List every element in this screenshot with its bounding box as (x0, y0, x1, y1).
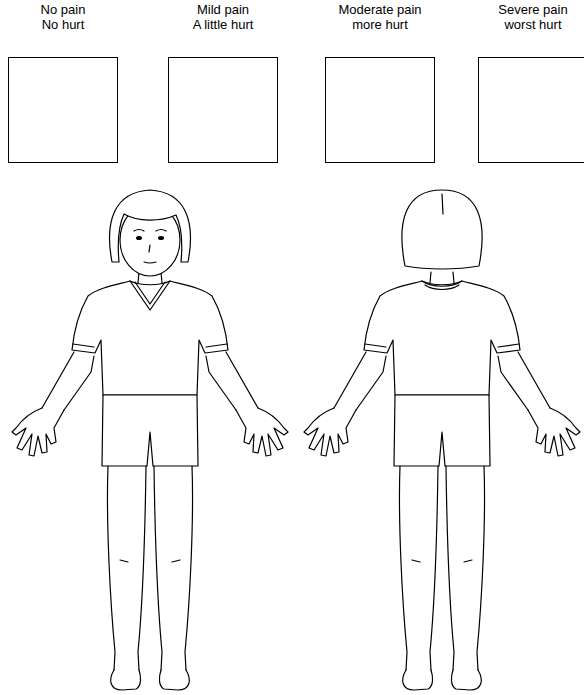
hair-strand (442, 194, 443, 214)
hair-outline (110, 190, 191, 262)
pain-rating-box: No painNo hurt (8, 57, 118, 163)
eyebrows (134, 230, 166, 232)
box-heading: Severe painworst hurt (449, 2, 584, 32)
nose (149, 245, 150, 252)
back-figure (304, 190, 580, 690)
pain-rating-box: Moderate painmore hurt (325, 57, 435, 163)
pain-level-label: Mild pain (139, 2, 307, 17)
hair-back (402, 190, 482, 269)
box-heading: Mild painA little hurt (139, 2, 307, 32)
pain-level-label: Severe pain (449, 2, 584, 17)
body-outline (12, 272, 288, 690)
v-neck (130, 281, 170, 310)
collar (422, 281, 462, 290)
pain-rating-box: Severe painworst hurt (478, 57, 584, 163)
pain-level-label: No pain (0, 2, 147, 17)
front-figure (12, 190, 288, 690)
pain-level-label: No hurt (0, 17, 147, 32)
pain-rating-box: Mild painA little hurt (168, 57, 278, 163)
box-heading: Moderate painmore hurt (296, 2, 464, 32)
eye (158, 236, 164, 240)
mouth (144, 262, 156, 263)
box-heading: No painNo hurt (0, 2, 147, 32)
eye (136, 236, 142, 240)
pain-level-label: Moderate pain (296, 2, 464, 17)
pain-level-label: A little hurt (139, 17, 307, 32)
pain-level-label: more hurt (296, 17, 464, 32)
body-outline (304, 272, 580, 690)
pain-level-label: worst hurt (449, 17, 584, 32)
